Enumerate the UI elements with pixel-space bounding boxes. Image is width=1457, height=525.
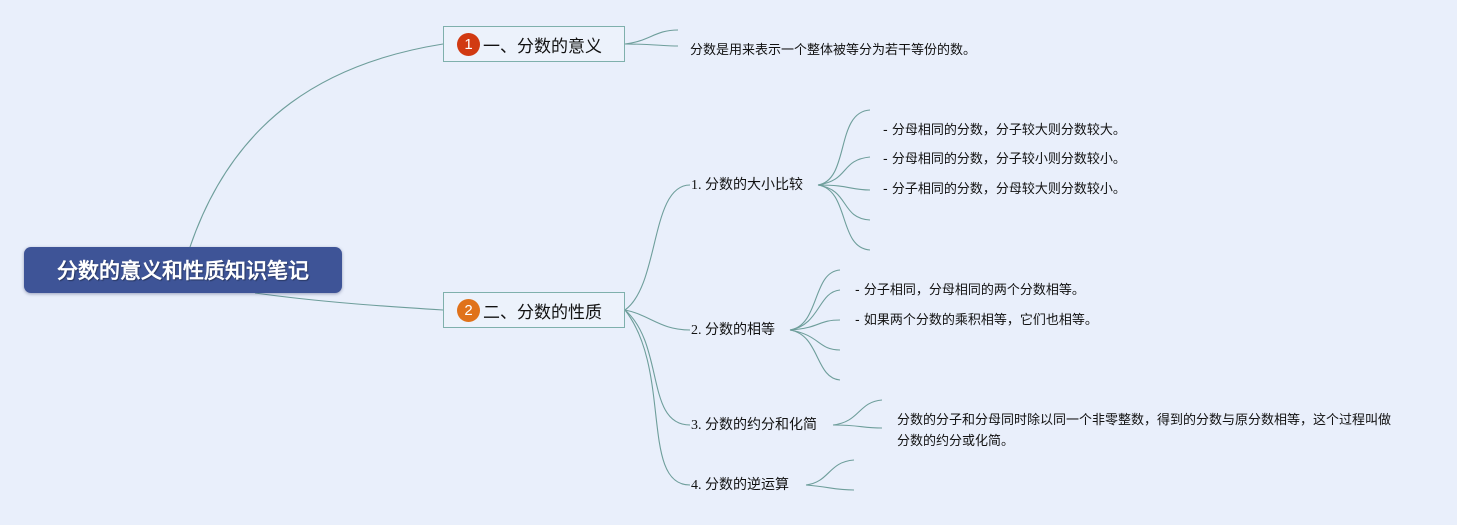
leaf-reduction[interactable]: 分数的分子和分母同时除以同一个非零整数，得到的分数与原分数相等，这个过程叫做分数…	[897, 413, 1392, 449]
priority-1-icon: 1	[457, 32, 480, 56]
root-title: 分数的意义和性质知识笔记	[57, 259, 309, 283]
leaf-comparison-2[interactable]: - 分母相同的分数，分子较小则分数较小。	[883, 152, 1126, 167]
link-root-branch-2	[254, 292, 444, 311]
link-root-branch-1	[189, 43, 444, 248]
link-branch-2-child-2	[624, 309, 691, 331]
subtopic-reduction[interactable]: 3. 分数的约分和化简	[691, 418, 817, 433]
link-child-1-leaf	[817, 184, 871, 251]
branch-1-leaf[interactable]: 分数是用来表示一个整体被等分为若干等份的数。	[690, 43, 977, 58]
leaf-comparison-3[interactable]: - 分子相同的分数，分母较大则分数较小。	[883, 182, 1126, 197]
subtopic-size-comparison[interactable]: 1. 分数的大小比较	[691, 178, 803, 193]
link-child-2-leaf	[789, 329, 841, 381]
link-child-2-leaf	[789, 329, 841, 351]
branch-1-label: 一、分数的意义	[483, 36, 602, 57]
link-child-3-leaf	[832, 424, 883, 429]
link-child-1-leaf	[817, 109, 871, 186]
link-child-4-leaf	[805, 484, 855, 491]
link-child-1-leaf	[817, 184, 871, 221]
subtopic-equality[interactable]: 2. 分数的相等	[691, 323, 775, 338]
branch-2-label: 二、分数的性质	[483, 302, 602, 323]
link-child-2-leaf	[789, 269, 841, 331]
leaf-equality-1[interactable]: - 分子相同，分母相同的两个分数相等。	[855, 283, 1085, 298]
root-topic[interactable]: 分数的意义和性质知识笔记	[24, 247, 342, 293]
link-branch-2-child-4	[624, 309, 691, 486]
link-branch-1-leaf	[624, 29, 679, 45]
leaf-comparison-1[interactable]: - 分母相同的分数，分子较大则分数较大。	[883, 123, 1126, 138]
priority-2-icon: 2	[457, 298, 480, 322]
link-branch-1-leaf	[624, 43, 679, 47]
link-child-1-leaf	[817, 184, 871, 191]
leaf-equality-2[interactable]: - 如果两个分数的乘积相等，它们也相等。	[855, 313, 1098, 328]
link-branch-2-child-1	[624, 184, 691, 311]
link-child-2-leaf	[789, 289, 841, 331]
link-child-2-leaf	[789, 319, 841, 331]
branch-2-topic[interactable]: 2 二、分数的性质	[443, 292, 625, 328]
subtopic-inverse-operation[interactable]: 4. 分数的逆运算	[691, 478, 789, 493]
link-child-1-leaf	[817, 156, 871, 186]
link-child-4-leaf	[805, 459, 855, 486]
branch-1-topic[interactable]: 1 一、分数的意义	[443, 26, 625, 62]
link-child-3-leaf	[832, 399, 883, 426]
link-branch-2-child-3	[624, 309, 691, 426]
